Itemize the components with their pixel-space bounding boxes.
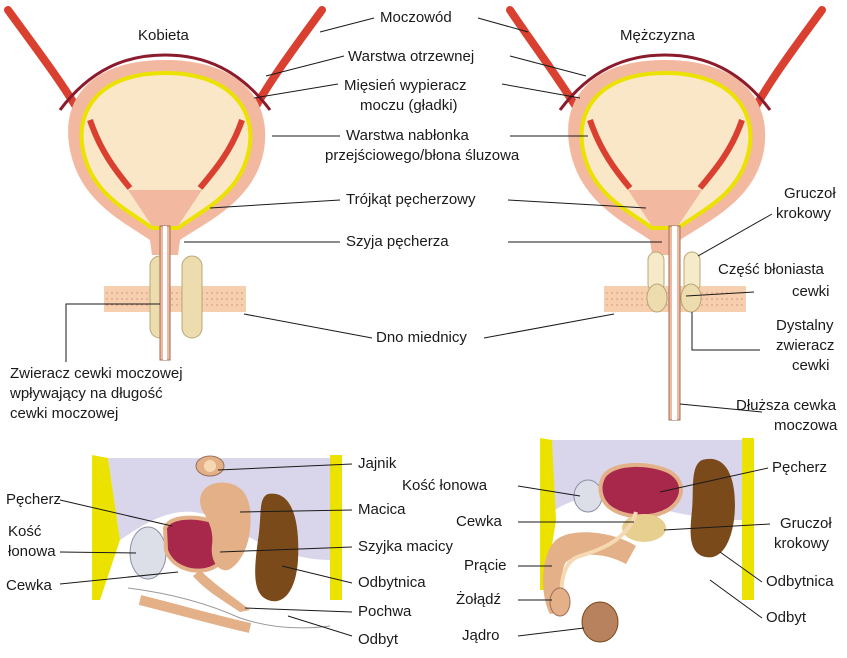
male-ureter-right bbox=[754, 10, 822, 110]
label-detrusor-2: moczu (gładki) bbox=[360, 97, 458, 114]
label-glans: Żołądź bbox=[456, 590, 501, 608]
female-pelvic-floor bbox=[104, 286, 246, 312]
label-peritoneum: Warstwa otrzewnej bbox=[348, 48, 474, 65]
male-membranous-right bbox=[681, 284, 701, 312]
male-glans bbox=[550, 588, 570, 616]
label-prostate-1: Gruczoł bbox=[784, 185, 836, 202]
label-distal-2: zwieracz bbox=[776, 337, 834, 354]
label-male-rectum: Odbytnica bbox=[766, 573, 834, 590]
label-sphincter-2: wpływający na długość bbox=[9, 385, 163, 402]
male-ureter-left bbox=[510, 10, 578, 110]
label-distal-3: cewki bbox=[792, 357, 830, 374]
label-female-rectum: Odbytnica bbox=[358, 574, 426, 591]
label-cervix: Szyjka macicy bbox=[358, 538, 454, 555]
label-male-prostate-2: krokowy bbox=[774, 535, 830, 552]
female-rectum bbox=[255, 494, 298, 602]
label-uterus: Macica bbox=[358, 501, 406, 518]
label-penis: Prącie bbox=[464, 557, 507, 574]
label-female-anus: Odbyt bbox=[358, 631, 399, 648]
label-female-pubic-2: łonowa bbox=[8, 543, 56, 560]
label-membranous-2: cewki bbox=[792, 283, 830, 300]
label-male-bladder: Pęcherz bbox=[772, 459, 827, 476]
female-bladder bbox=[8, 10, 322, 360]
label-vagina: Pochwa bbox=[358, 603, 412, 620]
female-sagittal-section bbox=[92, 452, 342, 640]
male-membranous-left bbox=[647, 284, 667, 312]
label-bladder-neck: Szyja pęcherza bbox=[346, 233, 449, 250]
label-male-prostate-1: Gruczoł bbox=[780, 515, 832, 532]
label-male-pubic: Kość łonowa bbox=[402, 477, 488, 494]
label-distal-1: Dystalny bbox=[776, 317, 834, 334]
label-male-title: Mężczyzna bbox=[620, 27, 696, 44]
label-testis: Jądro bbox=[462, 627, 500, 644]
male-rectum bbox=[691, 459, 735, 558]
label-epithelium-2: przejściowego/błona śluzowa bbox=[325, 147, 520, 164]
label-pelvic-floor: Dno miednicy bbox=[376, 329, 467, 346]
female-sphincter-right bbox=[182, 256, 202, 338]
male-sagittal-section bbox=[540, 438, 754, 642]
label-longer-2: moczowa bbox=[774, 417, 838, 434]
male-testis bbox=[582, 602, 618, 642]
label-ovary: Jajnik bbox=[358, 455, 397, 472]
label-sphincter-1: Zwieracz cewki moczowej bbox=[10, 365, 183, 382]
label-ureter: Moczowód bbox=[380, 9, 452, 26]
label-female-urethra: Cewka bbox=[6, 577, 53, 594]
label-male-urethra: Cewka bbox=[456, 513, 503, 530]
label-sphincter-3: cewki moczowej bbox=[10, 405, 118, 422]
female-ureter-right bbox=[254, 10, 322, 110]
label-female-title: Kobieta bbox=[138, 27, 190, 44]
label-epithelium-1: Warstwa nabłonka bbox=[346, 127, 469, 144]
label-membranous-1: Część błoniasta bbox=[718, 261, 825, 278]
label-female-bladder: Pęcherz bbox=[6, 491, 61, 508]
label-female-pubic-1: Kość bbox=[8, 523, 42, 540]
label-male-anus: Odbyt bbox=[766, 609, 807, 626]
label-prostate-2: krokowy bbox=[776, 205, 832, 222]
female-ureter-left bbox=[8, 10, 78, 110]
label-detrusor-1: Mięsień wypieracz bbox=[344, 77, 467, 94]
label-trigone: Trójkąt pęcherzowy bbox=[346, 191, 476, 208]
label-longer-1: Dłuższa cewka bbox=[736, 397, 837, 414]
